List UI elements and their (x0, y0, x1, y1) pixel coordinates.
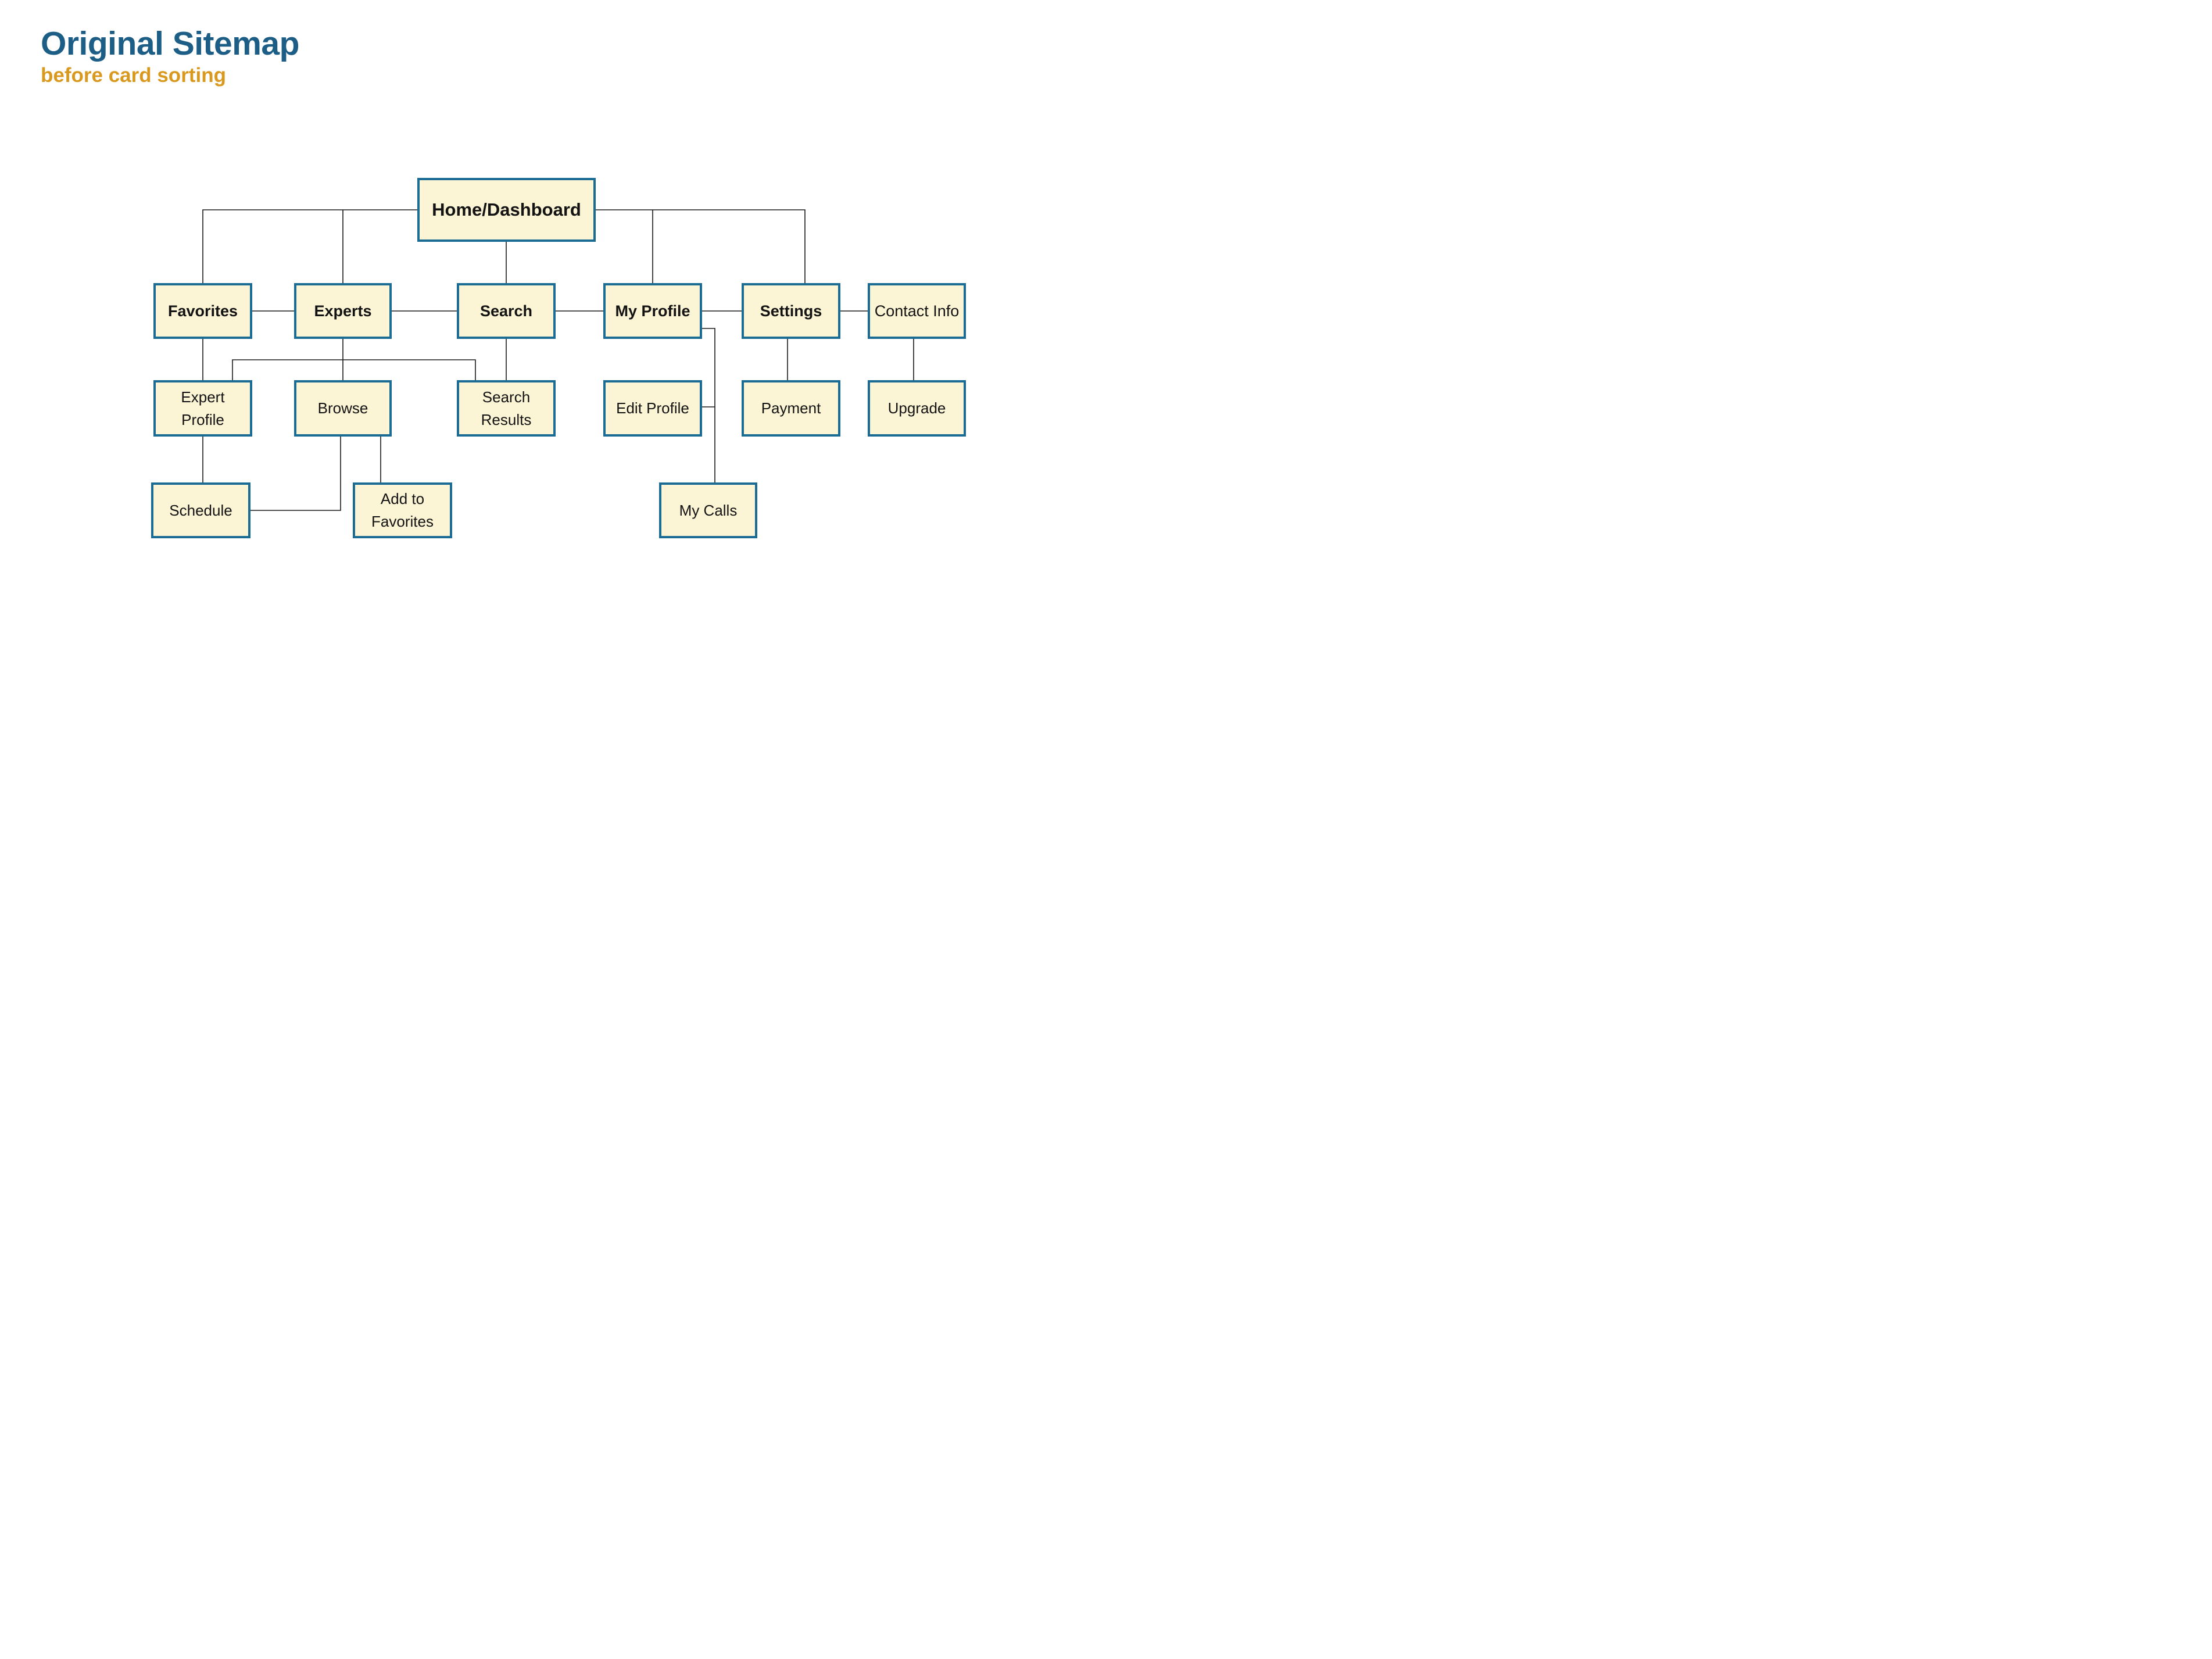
sitemap-node-my-calls: My Calls (659, 482, 757, 538)
edge-browse-to-schedule (250, 437, 341, 511)
sitemap-node-settings: Settings (742, 283, 840, 339)
node-label: Edit Profile (616, 399, 689, 417)
page-subtitle: before card sorting (41, 63, 226, 87)
node-label: Browse (317, 399, 368, 417)
sitemap-node-my-profile: My Profile (603, 283, 702, 339)
node-label: Add to Favorites (371, 490, 434, 530)
node-label: Schedule (169, 501, 232, 519)
sitemap-node-search: Search (457, 283, 556, 339)
sitemap-node-payment: Payment (742, 380, 840, 437)
sitemap-node-contact-info: Contact Info (868, 283, 966, 339)
sitemap-node-home-dashboard: Home/Dashboard (417, 178, 596, 242)
node-label: Settings (760, 302, 822, 320)
node-label: Search (479, 302, 533, 320)
node-label: Search Results (481, 388, 532, 428)
sitemap-node-browse: Browse (294, 380, 392, 437)
connector-lines (202, 209, 914, 511)
page-title: Original Sitemap (41, 25, 299, 62)
node-label: Upgrade (887, 399, 946, 417)
edge-home-to-settings (596, 209, 806, 283)
sitemap-node-upgrade: Upgrade (868, 380, 966, 437)
node-label: Favorites (167, 302, 238, 320)
edge-expert-profile-to-search-results (232, 359, 476, 380)
sitemap-node-add-to-favorites: Add to Favorites (353, 482, 452, 538)
node-label: Experts (314, 302, 372, 320)
sitemap-node-experts: Experts (294, 283, 392, 339)
sitemap-node-schedule: Schedule (151, 482, 250, 538)
node-label: Contact Info (874, 302, 960, 320)
sitemap-node-edit-profile: Edit Profile (603, 380, 702, 437)
node-label: Payment (761, 399, 821, 417)
sitemap-node-favorites: Favorites (153, 283, 252, 339)
node-label: My Calls (679, 501, 738, 519)
edge-my-profile-to-my-calls (702, 328, 715, 482)
sitemap-node-expert-profile: Expert Profile (153, 380, 252, 437)
sitemap-node-search-results: Search Results (457, 380, 556, 437)
page-header: Original Sitemap before card sorting (41, 26, 299, 87)
node-label: Expert Profile (181, 388, 225, 428)
edge-home-to-favorites (202, 209, 417, 283)
node-label: My Profile (615, 302, 690, 320)
node-label: Home/Dashboard (432, 199, 581, 220)
sitemap-page: Original Sitemap before card sorting Hom… (0, 0, 1106, 830)
